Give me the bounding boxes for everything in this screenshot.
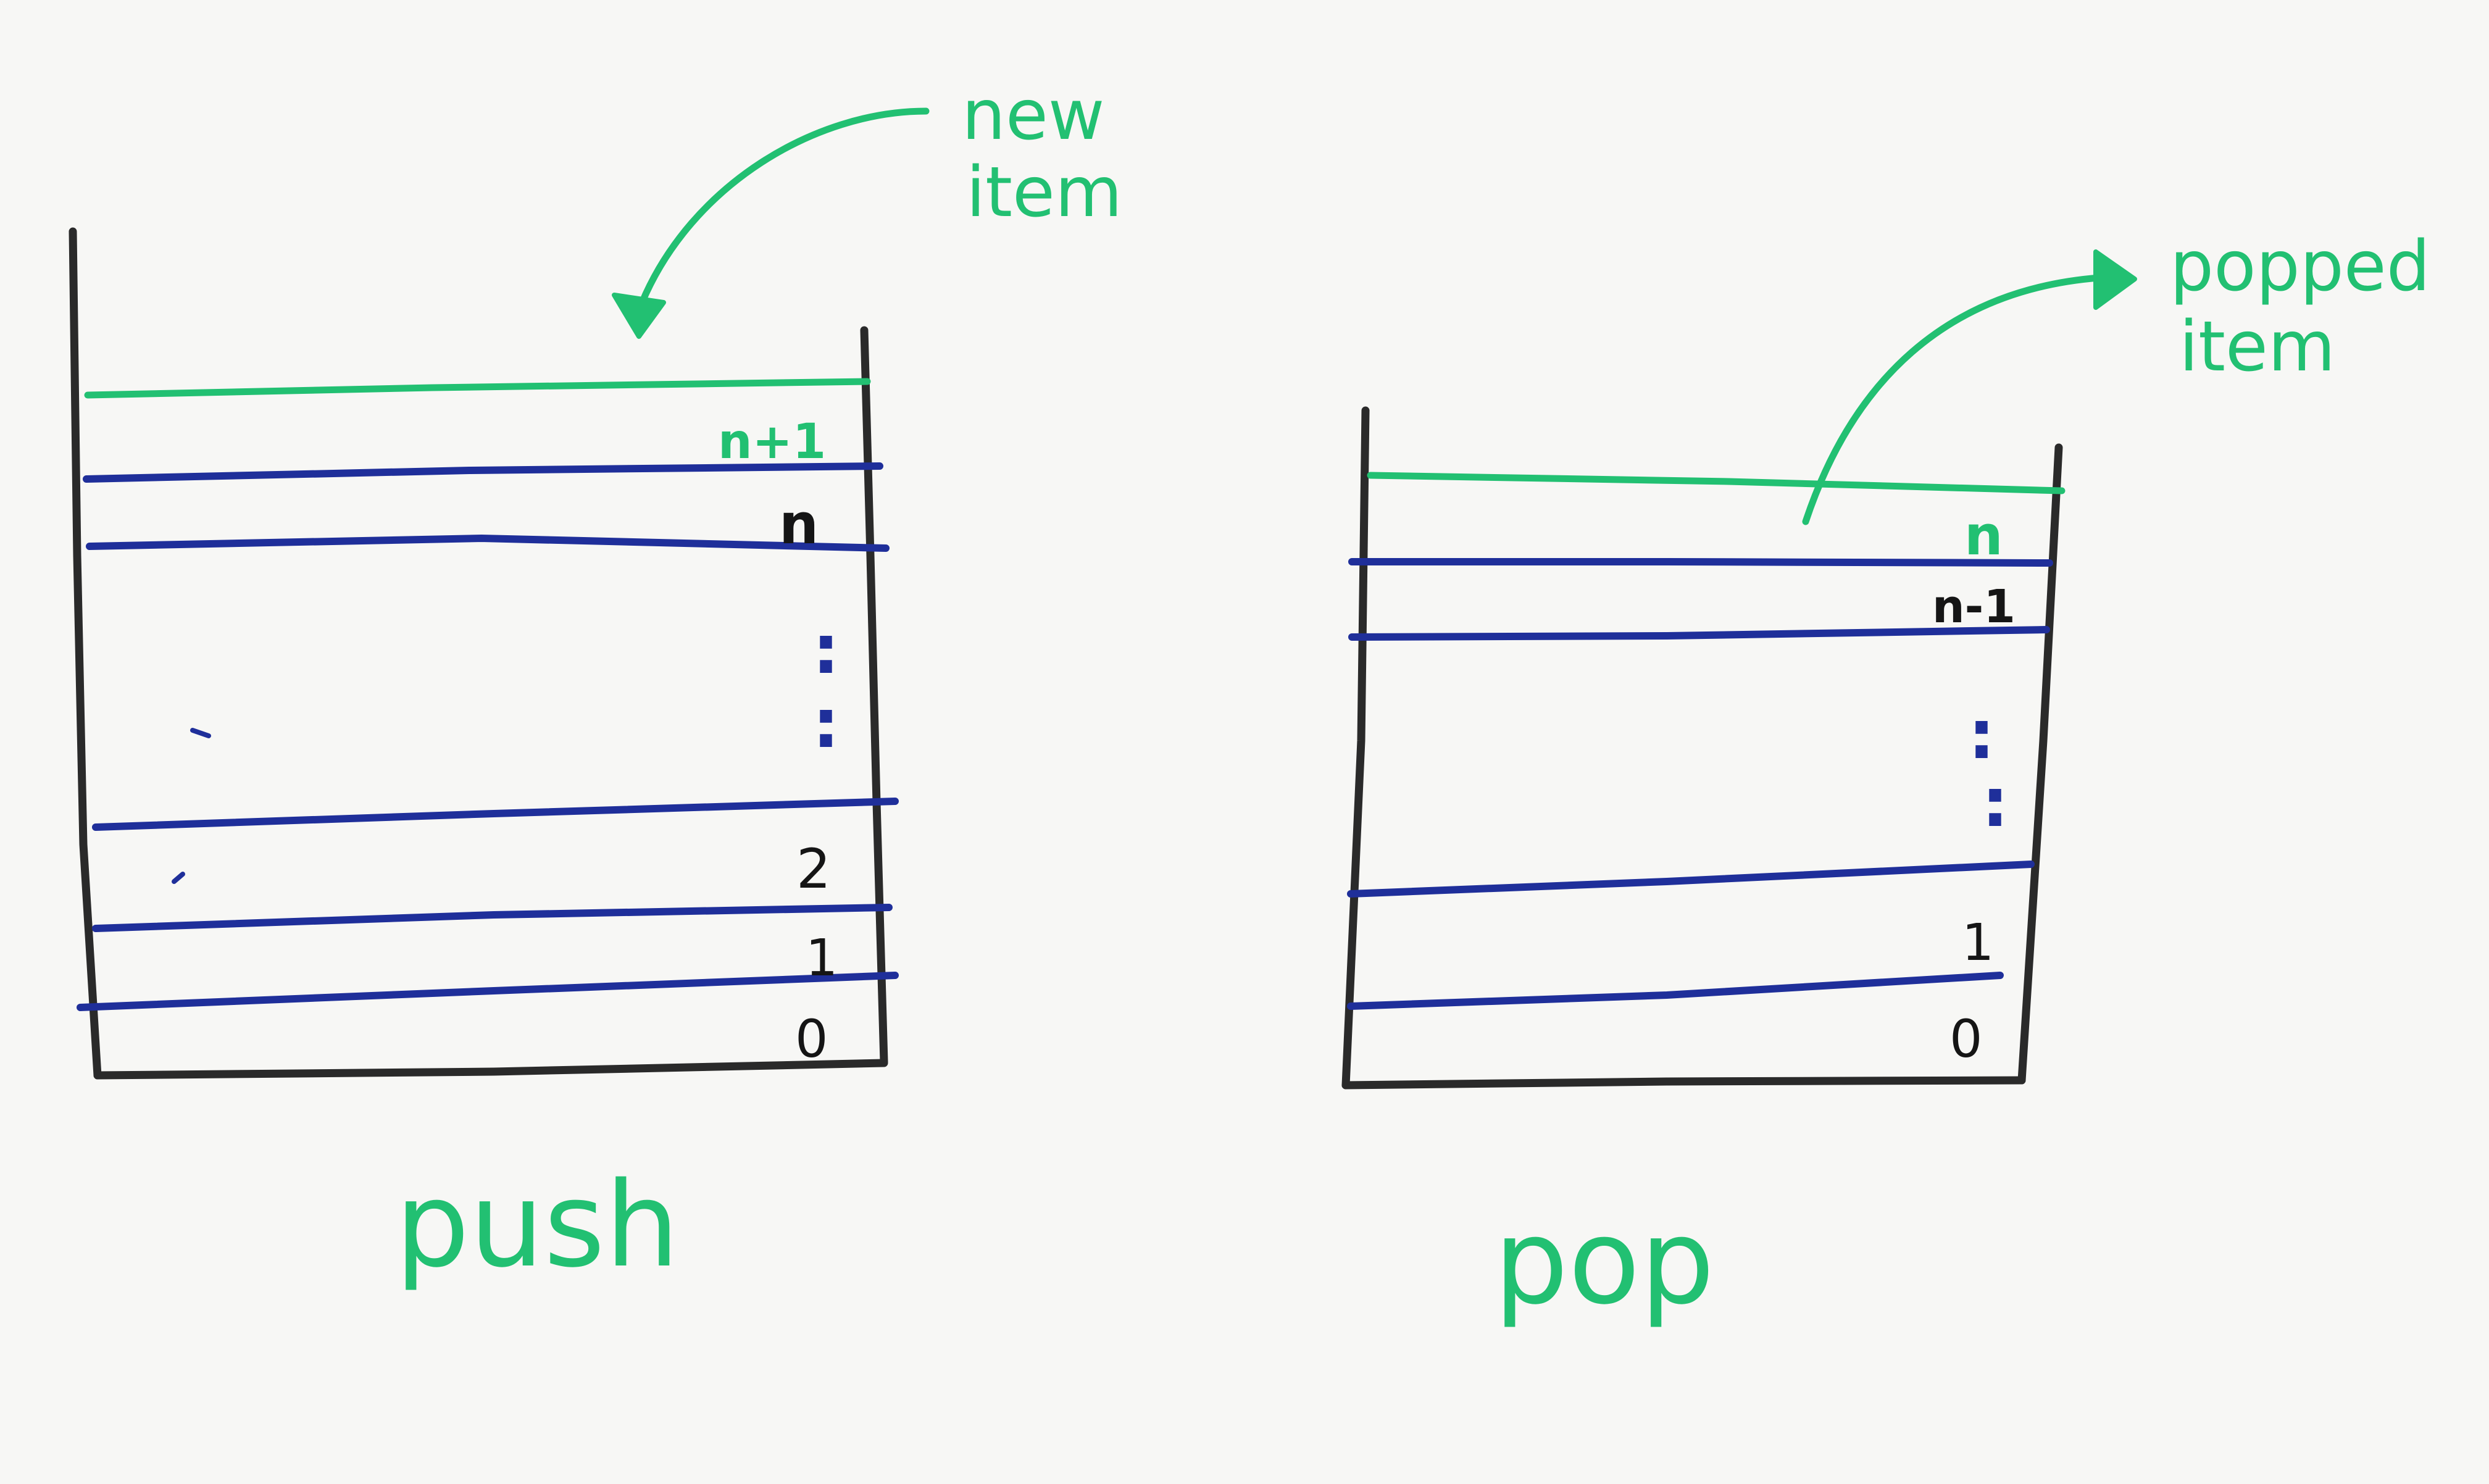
pop-stack: n n-1 : : 1 0 popped item pop [1341, 227, 2430, 1330]
pop-label-n-minus-1: n-1 [1932, 580, 2016, 633]
pop-slot-divider [1347, 861, 2035, 898]
pop-popped-item-arrow [1802, 274, 2103, 525]
push-label-2: 2 [796, 837, 831, 901]
pop-label-1: 1 [1962, 914, 1994, 972]
push-stack-right-wall [860, 326, 888, 1066]
pop-slot-divider [1348, 626, 2050, 641]
push-label-dots: : [812, 610, 840, 689]
push-stack-left-wall [69, 227, 102, 1080]
pop-label-0: 0 [1949, 1009, 1982, 1069]
pop-label-top: n [1964, 504, 2003, 567]
push-label-0: 0 [795, 1009, 828, 1069]
push-slot-divider [86, 534, 890, 552]
push-slot-divider [92, 904, 893, 932]
push-slot-divider [83, 462, 883, 483]
push-new-item-line [84, 378, 871, 399]
pop-stack-bottom [1341, 1076, 2026, 1090]
push-caption: push [395, 1157, 679, 1293]
pop-annotation-line1: popped [2170, 227, 2430, 307]
push-label-top: n+1 [718, 414, 826, 470]
pop-label-dots: : [1968, 695, 1995, 774]
pop-arrow-head [2093, 249, 2137, 310]
pop-caption: pop [1494, 1194, 1714, 1330]
push-stack: n+1 n : : 2 1 0 new item push [69, 75, 1122, 1293]
pop-label-dots: : [1982, 763, 2009, 842]
push-stack-bottom [93, 1059, 888, 1080]
push-slot-divider [77, 972, 899, 1011]
push-arrow-head [612, 293, 666, 339]
pop-slot-divider [1347, 972, 2004, 1010]
pop-slot-divider [1348, 558, 2053, 567]
pop-popped-item-line [1367, 472, 2066, 494]
pop-stack-left-wall [1341, 406, 1370, 1090]
push-label-1: 1 [806, 929, 838, 988]
ink-speck [172, 872, 185, 884]
push-annotation-line1: new [962, 75, 1105, 156]
push-label-n: n [779, 492, 819, 557]
push-new-item-arrow [638, 107, 930, 306]
ink-speck [190, 728, 211, 738]
pop-stack-right-wall [2017, 443, 2063, 1085]
push-annotation-line2: item [966, 152, 1122, 233]
pop-annotation-line2: item [2179, 307, 2335, 387]
push-slot-divider [92, 798, 899, 831]
push-label-dots: : [812, 684, 840, 763]
